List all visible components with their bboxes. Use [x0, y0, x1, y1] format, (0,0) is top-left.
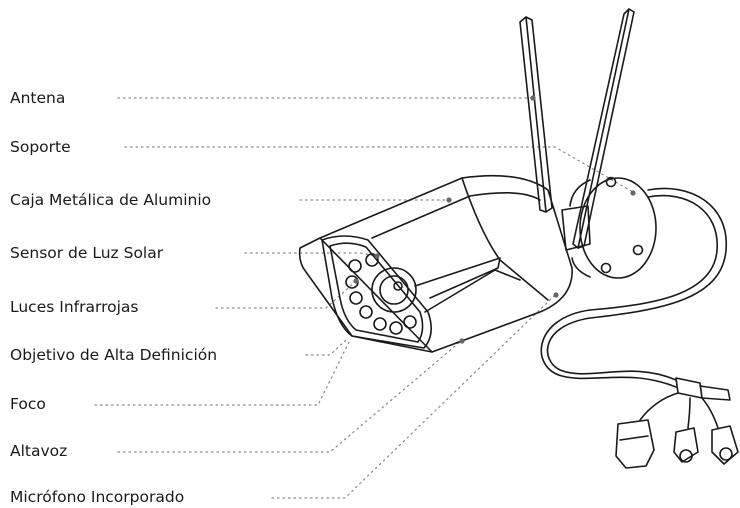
leader-light-sensor: [244, 252, 377, 257]
leader-microphone: [271, 294, 556, 499]
label-microphone: Micrófono Incorporado: [10, 488, 185, 506]
dot-housing: [446, 197, 452, 203]
leader-speaker: [117, 340, 462, 453]
leader-ir-lights: [215, 281, 356, 309]
label-mount: Soporte: [10, 138, 71, 156]
leader-mount: [124, 146, 634, 193]
dot-ir-lights: [353, 278, 359, 284]
dot-microphone: [553, 292, 559, 298]
label-housing: Caja Metálica de Aluminio: [10, 191, 212, 209]
dot-light-sensor: [374, 253, 380, 259]
main-lens: [371, 267, 417, 313]
label-spotlight: Foco: [10, 395, 46, 413]
camera-body: [298, 174, 573, 353]
antenna-left: [519, 16, 553, 213]
label-antenna: Antena: [10, 89, 66, 107]
dot-speaker: [459, 338, 465, 344]
leader-spotlight: [94, 339, 351, 406]
label-lens: Objetivo de Alta Definición: [10, 346, 218, 364]
leader-lens: [305, 337, 349, 356]
cable-connectors: [615, 377, 739, 469]
cable: [540, 187, 727, 388]
camera-front: [321, 235, 432, 349]
label-light-sensor: Sensor de Luz Solar: [10, 244, 164, 262]
dot-mount: [630, 190, 636, 196]
label-speaker: Altavoz: [10, 442, 68, 460]
dot-antenna: [530, 95, 536, 101]
label-ir-lights: Luces Infrarrojas: [10, 298, 139, 316]
wall-mount: [561, 176, 657, 279]
